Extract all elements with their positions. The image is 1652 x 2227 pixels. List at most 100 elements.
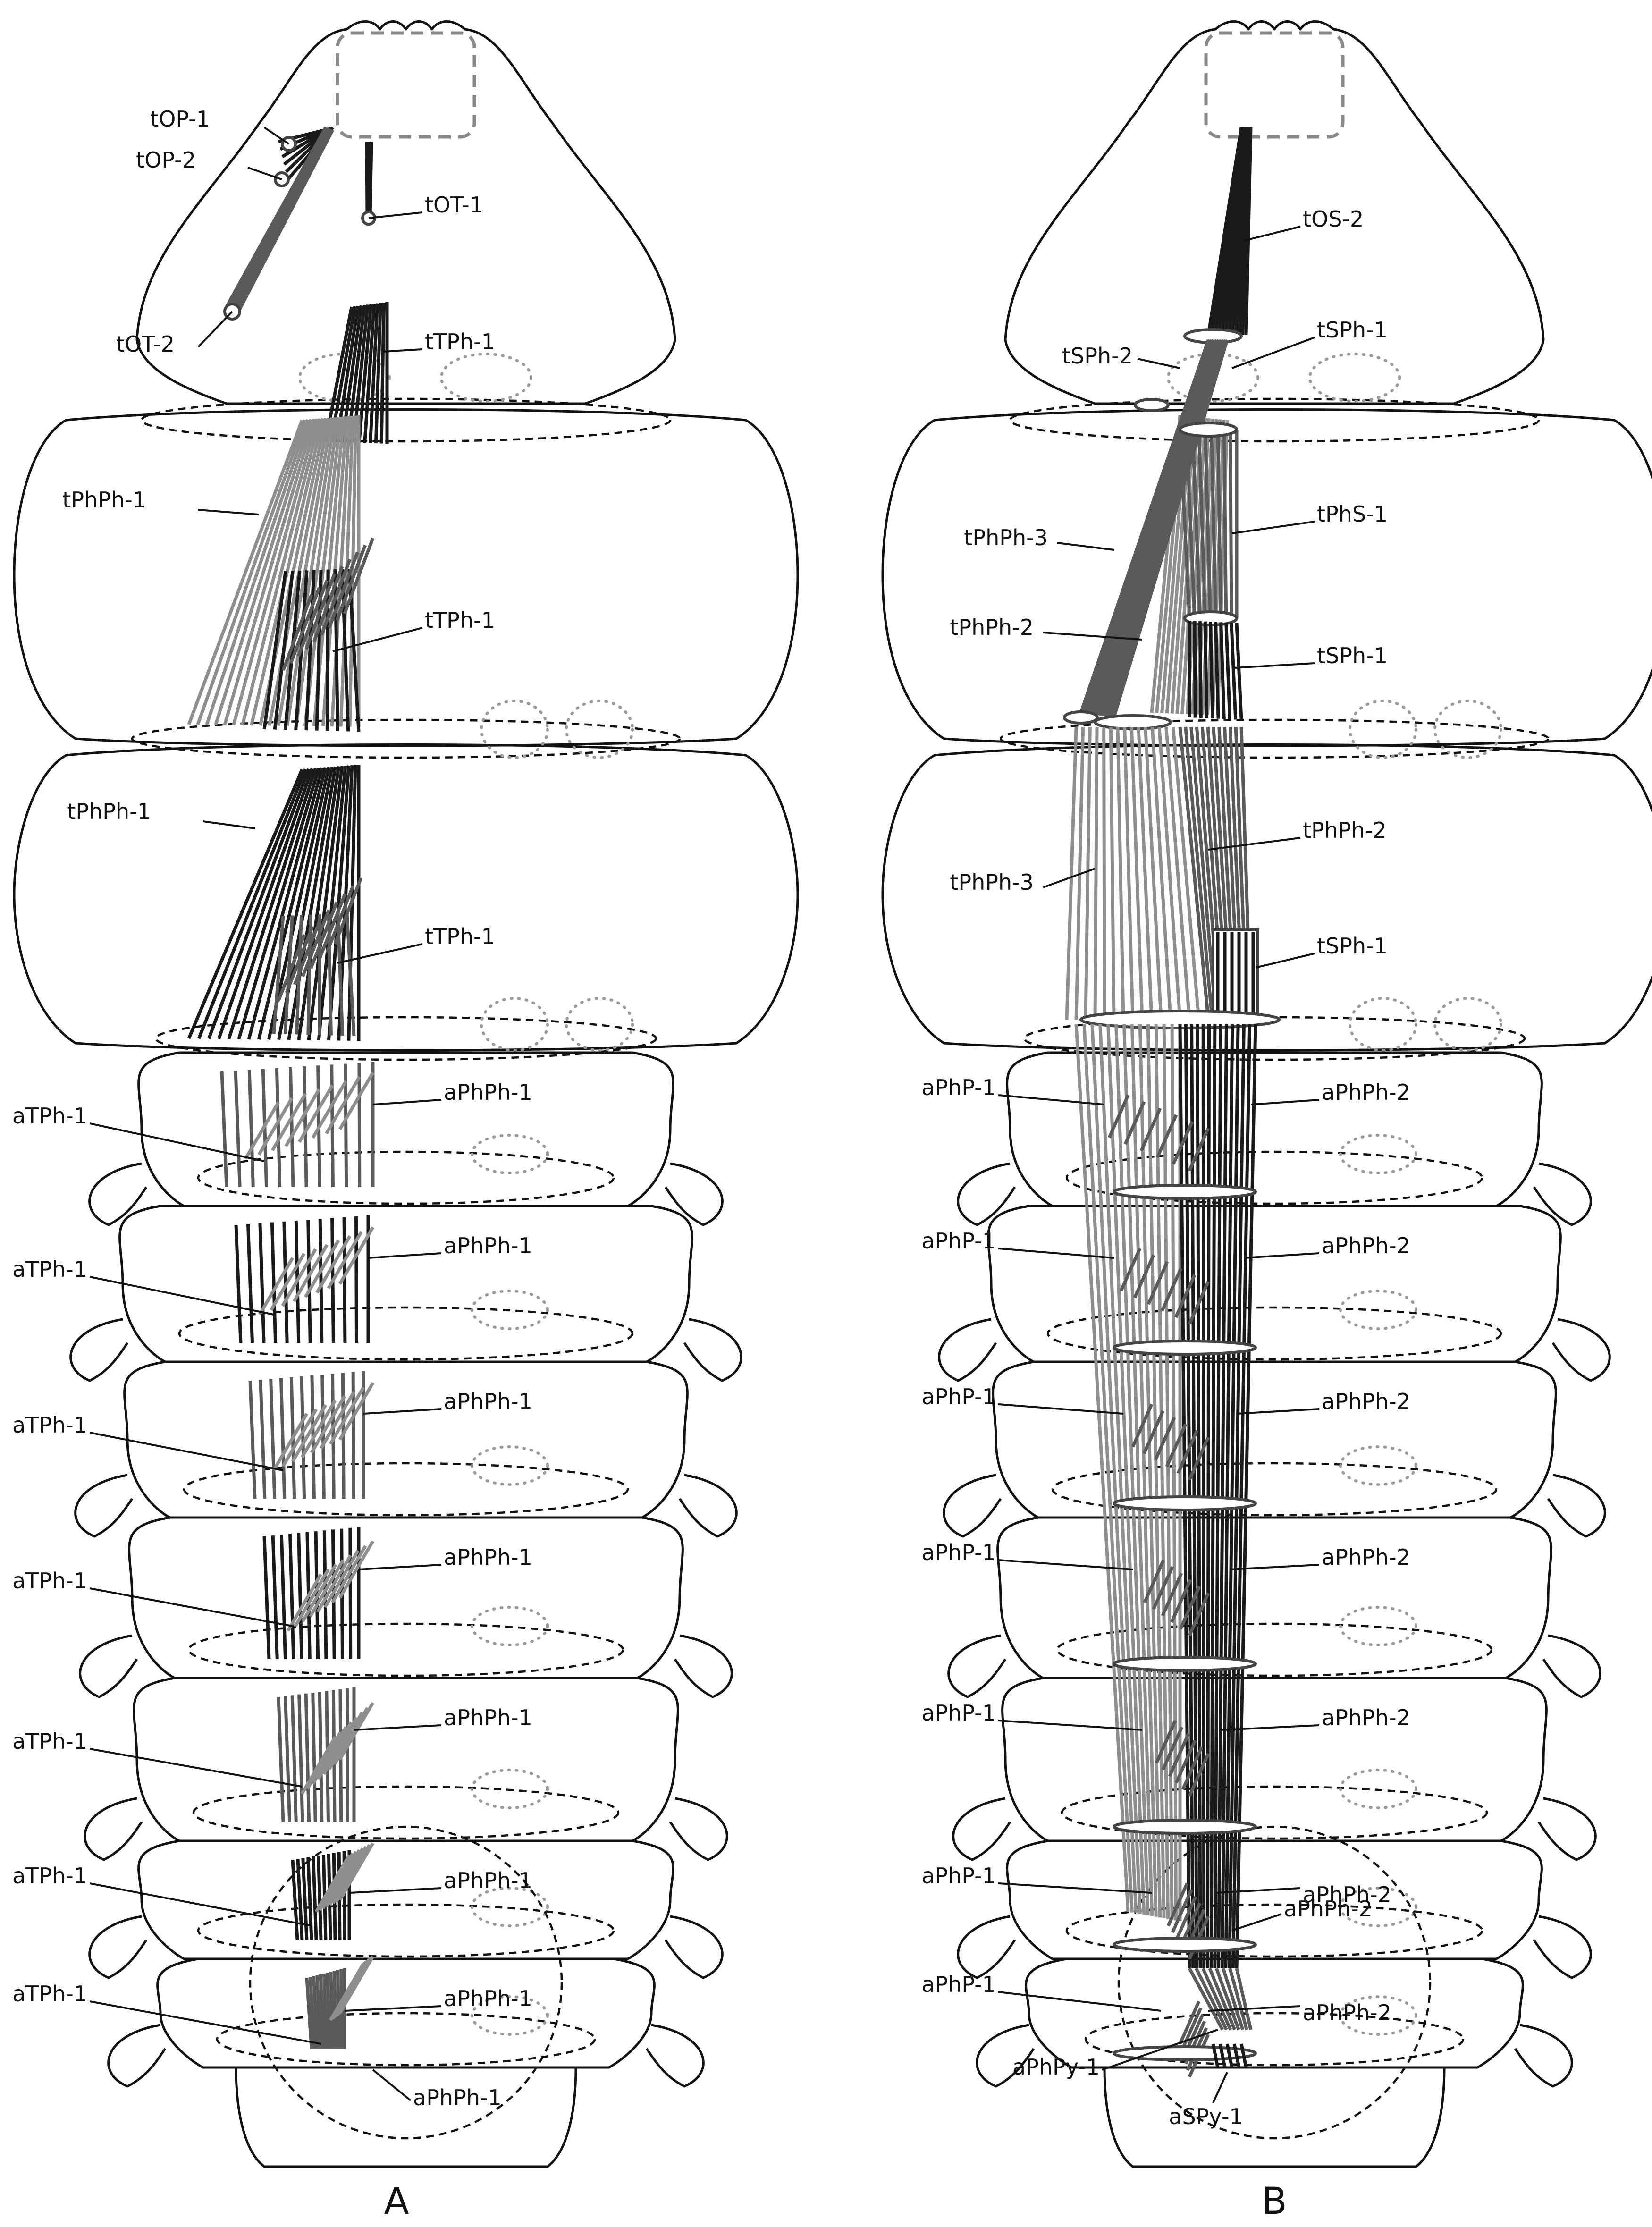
muscle-fiber [197,768,307,1039]
muscle-fiber [328,551,359,629]
abdominal-segment-outline [137,1839,674,1960]
muscle-fiber [301,1564,337,1622]
muscle-fiber [312,565,344,643]
muscle-ring [1113,1937,1257,1953]
leader-line [1229,1564,1320,1570]
muscle-label: tSPh-2 [1062,343,1133,369]
intersegmental-boundary [1061,1785,1488,1840]
muscle-label: aPhP-1 [921,1075,996,1100]
leader-line [1255,953,1315,969]
muscle-label: aPhP-1 [921,1384,996,1409]
muscle-label: aPhP-1 [921,1540,996,1565]
muscle-fiber [322,1530,328,1660]
muscle-fiber [320,1375,326,1499]
aPhPh-1-muscle [234,1215,370,1343]
leader-line [368,211,423,219]
muscle-fiber [348,415,358,727]
muscle-fiber [285,417,337,726]
leg-lobe-right [678,1474,738,1538]
tPhPh-1-muscle [187,415,361,727]
tPhPh-1-mesothorax [187,765,361,1041]
muscle-fiber [1103,339,1224,717]
dotted-outline [471,1290,549,1330]
head-internal-box [1204,31,1345,139]
muscle-fiber [304,570,316,731]
muscle-fiber [217,768,314,1040]
muscle-fiber [1123,1101,1146,1145]
muscle-fiber [1137,726,1154,1020]
mesothorax-outline [881,743,1652,1052]
muscle-fiber [1154,1024,1170,1919]
muscle-label: aTPh-1 [12,1568,87,1594]
leader-line [368,1252,442,1259]
muscle-label: tOS-2 [1303,206,1364,232]
muscle-fiber [300,1736,337,1795]
leader-line [1231,521,1315,534]
muscle-fiber [1195,1967,1228,2031]
muscle-fiber [1084,726,1092,1020]
muscle-fiber [1188,1281,1210,1325]
muscle-fiber [1139,1107,1162,1152]
muscle-fiber [338,1382,375,1441]
leader-line [202,820,255,829]
head-capsule-outline [1004,20,1545,405]
muscle-fiber [287,766,337,1040]
muscle-fiber [297,1694,304,1822]
muscle-fiber [303,1066,308,1188]
muscle-label: tSPh-1 [1317,317,1388,343]
muscle-fiber [317,766,347,1041]
leg-lobe-right [1514,2024,1573,2088]
muscle-fiber [1218,2043,1227,2068]
muscle-label: aPhPh-2 [1303,2000,1391,2025]
muscle-fiber [262,1536,271,1660]
muscle-fiber [290,1695,298,1822]
muscle-fiber [286,1573,323,1632]
muscle-fiber [1146,1024,1166,1918]
muscle-fiber [1179,1586,1201,1630]
muscle-fiber [1130,1024,1158,1917]
dotted-outline [565,700,634,759]
muscle-fiber [277,934,306,1002]
muscle-fiber [271,1535,279,1660]
muscle-ring [1134,398,1170,412]
muscle-fiber [284,1088,320,1147]
leg-lobe-left [976,2024,1035,2088]
muscle-fiber [1216,429,1223,619]
muscle-fiber [272,915,285,1034]
muscle-label: tOT-2 [116,331,175,357]
muscle-label: aPhPh-2 [1322,1705,1410,1730]
muscle-label: aPhP-1 [921,1863,996,1889]
leader-line [89,1432,284,1471]
tPhS-1-muscle [1178,427,1239,619]
muscle-label: aTPh-1 [12,1729,87,1754]
leg-lobe-left [947,1634,1007,1698]
leader-line [197,311,233,348]
muscle-fiber [1188,1592,1210,1637]
muscle-crossing-fibers [281,537,375,671]
muscle-fiber [1098,1024,1142,1914]
muscle-label: tPhPh-3 [964,525,1048,550]
dotted-outline [1433,700,1502,759]
muscle-fiber [291,1404,328,1463]
tPhPh-3-mesothorax [1065,726,1210,1020]
abdominal-segment-outline [1006,1839,1543,1960]
muscle-fiber [1171,726,1201,1020]
muscle-fiber [308,1976,316,2049]
leg-lobe-right [664,1162,724,1226]
muscle-fiber [1176,1430,1199,1474]
muscle-fiber [348,1527,353,1660]
muscle-fiber [1165,1423,1188,1468]
muscle-fiber [1168,1733,1190,1777]
muscle-fiber [289,587,321,664]
muscle-fiber [1157,726,1182,1020]
muscle-fiber [1091,339,1217,715]
muscle-fiber [1161,1726,1184,1771]
dotted-outline [471,1769,549,1809]
muscle-label: aPhPh-2 [1322,1544,1410,1570]
muscle-label: aPhPh-2 [1322,1233,1410,1258]
muscle-fiber [1094,339,1219,716]
dotted-outline [565,997,634,1052]
intersegmental-boundary [1065,1903,1483,1958]
intersegmental-boundary [216,2012,596,2067]
